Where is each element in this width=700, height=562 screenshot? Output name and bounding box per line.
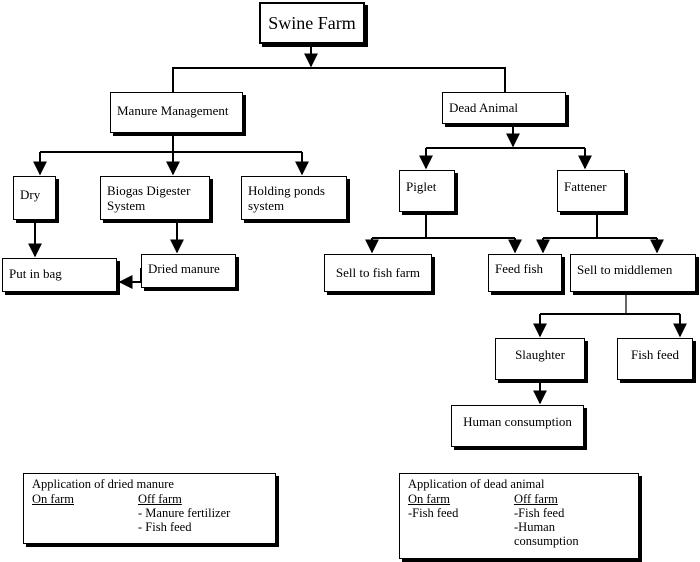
- node-fattener: Fattener: [557, 170, 625, 212]
- manure-off-farm-item: - Fish feed: [138, 520, 192, 534]
- manure-off-farm-label: Off farm: [138, 492, 182, 506]
- node-feed-fish: Feed fish: [488, 254, 562, 292]
- manure-off-farm-item: - Manure fertilizer: [138, 506, 231, 520]
- node-label: Swine Farm: [268, 13, 356, 33]
- node-label: Dry: [20, 187, 41, 202]
- node-label: Dead Animal: [449, 100, 518, 115]
- node-dried-manure: Dried manure: [141, 254, 236, 288]
- node-label: Sell to middlemen: [577, 262, 673, 277]
- node-label: Holding ponds system: [248, 183, 325, 213]
- node-dead-animal: Dead Animal: [442, 92, 566, 124]
- node-label: Human consumption: [463, 414, 572, 429]
- node-biogas-digester: Biogas Digester System: [100, 176, 210, 220]
- manure-application-box: Application of dried manure On farm Off …: [23, 473, 276, 544]
- node-label: Sell to fish farm: [335, 265, 421, 280]
- dead-on-farm-item: -Fish feed: [408, 506, 459, 520]
- dead-off-farm-item: -Human consumption: [514, 520, 579, 548]
- node-label: Feed fish: [495, 261, 544, 276]
- manure-on-farm-column: On farm: [32, 492, 74, 506]
- node-label: Fish feed: [630, 347, 680, 362]
- node-sell-to-fish-farm: Sell to fish farm: [324, 254, 432, 292]
- node-label: Dried manure: [148, 261, 220, 276]
- manure-application-title: Application of dried manure: [32, 477, 174, 491]
- node-sell-to-middlemen: Sell to middlemen: [570, 254, 696, 292]
- edge-dried-bag: [118, 268, 142, 289]
- manure-off-farm-column: Off farm - Manure fertilizer - Fish feed: [138, 492, 230, 534]
- dead-off-farm-column: Off farm -Fish feed -Human consumption: [514, 492, 579, 548]
- dead-off-farm-item: -Fish feed: [514, 506, 565, 520]
- node-label: Put in bag: [9, 266, 62, 281]
- edge-root-branch: [172, 67, 506, 92]
- node-manure-management: Manure Management: [110, 92, 243, 133]
- dead-on-farm-label: On farm: [408, 492, 450, 506]
- node-label: Biogas Digester System: [107, 183, 191, 213]
- node-swine-farm: Swine Farm: [259, 2, 365, 44]
- node-human-consumption: Human consumption: [451, 405, 584, 447]
- node-label: Piglet: [406, 179, 437, 194]
- dead-off-farm-label: Off farm: [514, 492, 558, 506]
- node-label: Fattener: [564, 179, 607, 194]
- node-fish-feed: Fish feed: [617, 338, 693, 380]
- node-piglet: Piglet: [399, 170, 455, 212]
- node-label: Manure Management: [117, 103, 229, 118]
- node-label: Slaughter: [515, 347, 565, 362]
- dead-on-farm-column: On farm -Fish feed: [408, 492, 458, 520]
- node-dry: Dry: [13, 176, 56, 220]
- node-put-in-bag: Put in bag: [2, 258, 117, 292]
- dead-animal-application-box: Application of dead animal On farm -Fish…: [399, 473, 639, 559]
- dead-application-title: Application of dead animal: [408, 477, 545, 491]
- node-holding-ponds: Holding ponds system: [241, 176, 347, 220]
- manure-on-farm-label: On farm: [32, 492, 74, 506]
- node-slaughter: Slaughter: [495, 338, 585, 380]
